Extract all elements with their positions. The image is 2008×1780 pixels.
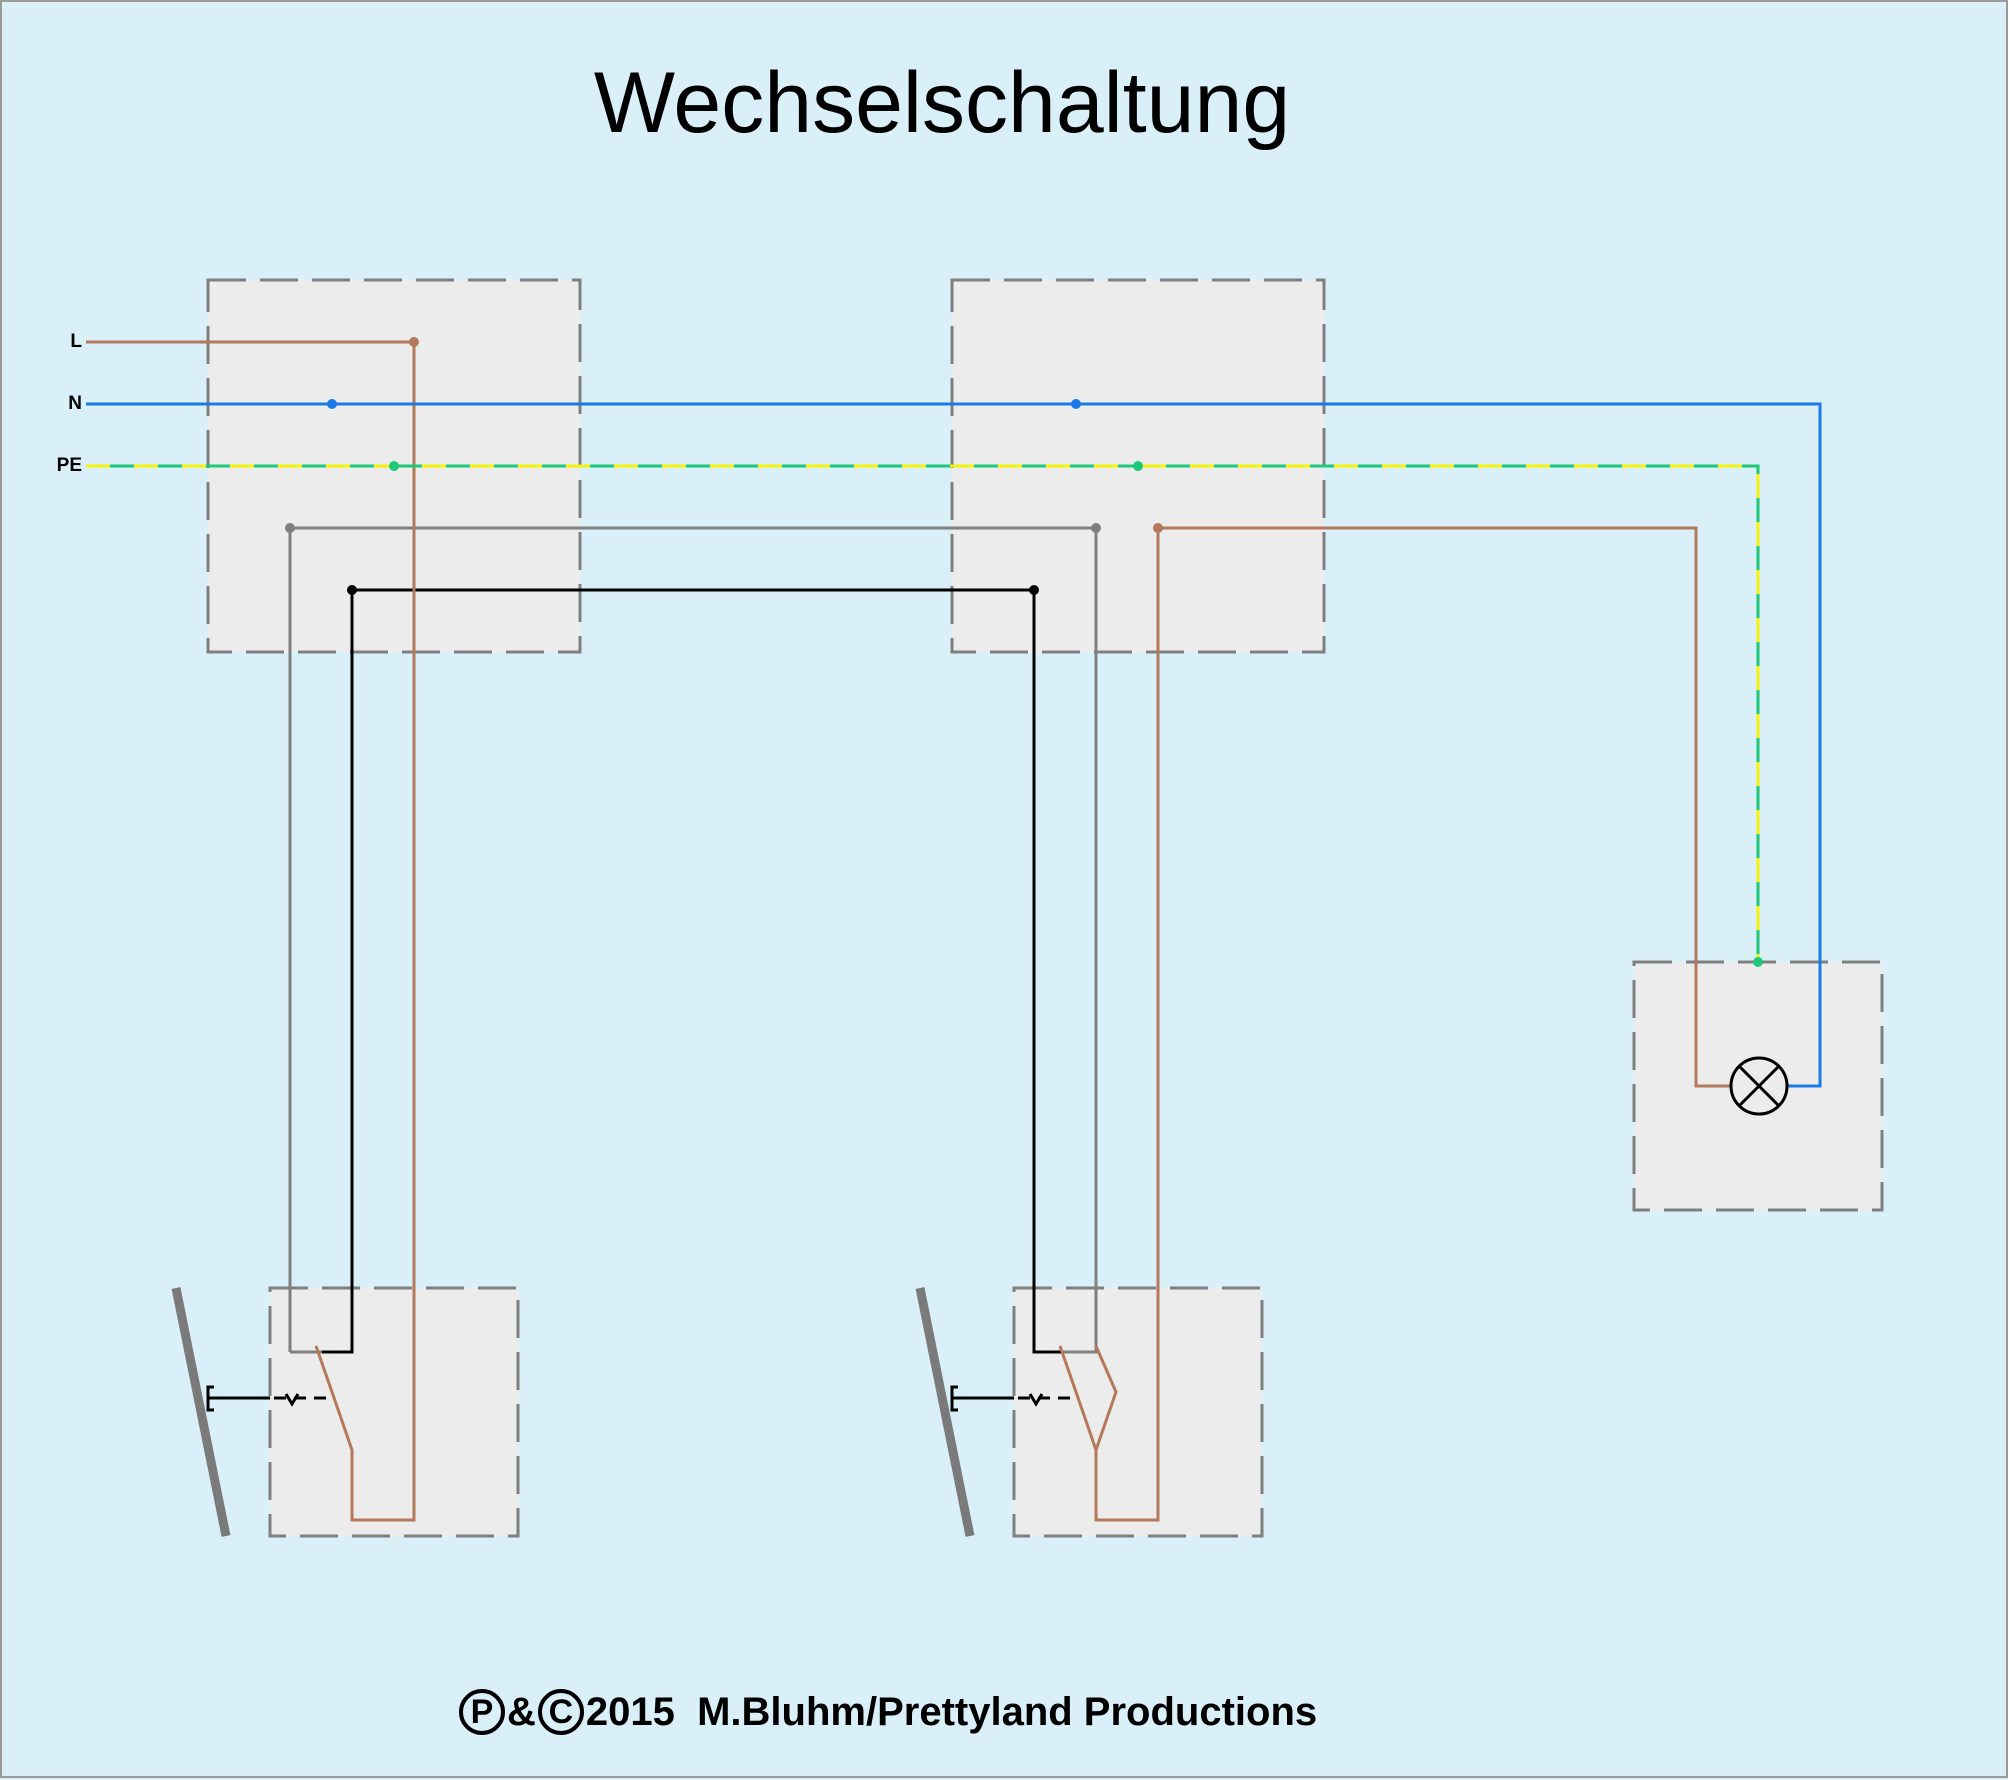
switch-right-symbol: [950, 1385, 1074, 1412]
switched-wire-to-lamp: [1094, 526, 1730, 1522]
wall-right: [915, 1287, 975, 1537]
lamp-symbol: [1729, 1056, 1789, 1116]
copyright-symbol: C: [537, 1689, 584, 1735]
traveller-wire-black: [322, 588, 1062, 1354]
label-pe: PE: [56, 455, 82, 476]
label-l: L: [70, 331, 82, 352]
neutral-wire: [86, 402, 1822, 1088]
copyright-footer: P & C 2015 M.Bluhm/Prettyland Production…: [457, 1684, 1317, 1740]
junction-dots: [285, 337, 1763, 967]
switch-box-right: [1012, 1286, 1264, 1538]
footer-ampersand: &: [507, 1689, 536, 1734]
switch-box-left: [268, 1286, 520, 1538]
switch-left-symbol: [206, 1385, 330, 1412]
diagram-title: Wechselschaltung: [593, 55, 1291, 151]
pe-wire: [86, 464, 1760, 962]
phonogram-symbol: P: [459, 1689, 505, 1735]
label-n: N: [68, 393, 82, 414]
phase-fix-right: [1058, 1345, 1098, 1451]
footer-text: 2015 M.Bluhm/Prettyland Productions: [585, 1689, 1318, 1734]
wall-left: [171, 1287, 231, 1537]
